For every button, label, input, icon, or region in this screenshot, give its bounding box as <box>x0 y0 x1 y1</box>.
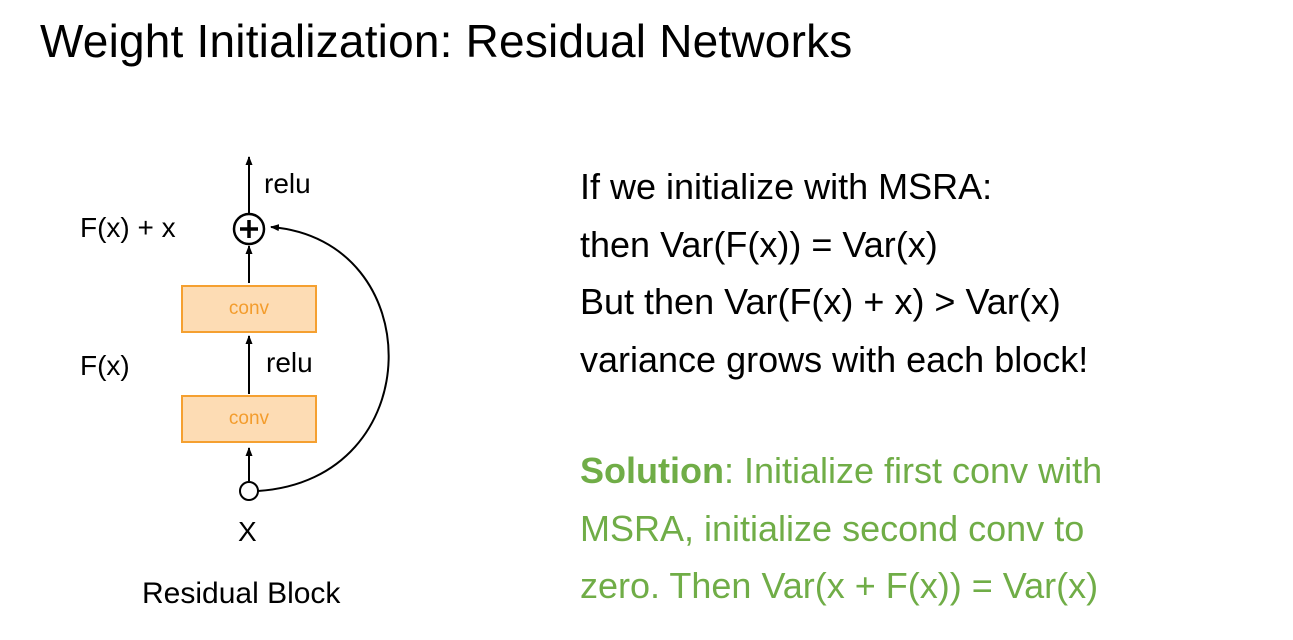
top-relu-label: relu <box>264 168 311 199</box>
residual-block-arrows <box>232 156 390 501</box>
mid-relu-label: relu <box>266 347 313 378</box>
slide-title: Weight Initialization: Residual Networks <box>40 15 853 67</box>
input-node <box>239 481 259 501</box>
solution-text: Solution: Initialize first conv with MSR… <box>580 442 1102 615</box>
residual-block-diagram: relu F(x) + x conv F(x) relu conv X Resi… <box>0 0 560 640</box>
explanation-text: If we initialize with MSRA: then Var(F(x… <box>580 158 1088 388</box>
fx-label: F(x) <box>80 350 130 381</box>
conv-bottom-label: conv <box>228 408 270 429</box>
conv-top: conv <box>181 285 317 333</box>
explanation-line-3: But then Var(F(x) + x) > Var(x) <box>580 281 1061 322</box>
skip-connection-arrow <box>257 224 390 492</box>
conv-top-label: conv <box>228 298 270 319</box>
solution-line-1: Solution: Initialize first conv with <box>580 442 1102 500</box>
explanation-line-1: If we initialize with MSRA: <box>580 166 993 207</box>
sum-label: F(x) + x <box>80 212 176 243</box>
solution-line-3: zero. Then Var(x + F(x)) = Var(x) <box>580 565 1099 606</box>
input-label: X <box>238 516 257 547</box>
explanation-line-2: then Var(F(x)) = Var(x) <box>580 223 938 265</box>
conv-bottom: conv <box>181 395 317 443</box>
explanation-line-4: variance grows with each block! <box>580 338 1089 380</box>
solution-line-2: MSRA, initialize second conv to <box>580 507 1085 549</box>
solution-label: Solution <box>580 450 724 491</box>
diagram-caption: Residual Block <box>142 577 341 610</box>
solution-line-1-rest: : Initialize first conv with <box>723 450 1103 491</box>
